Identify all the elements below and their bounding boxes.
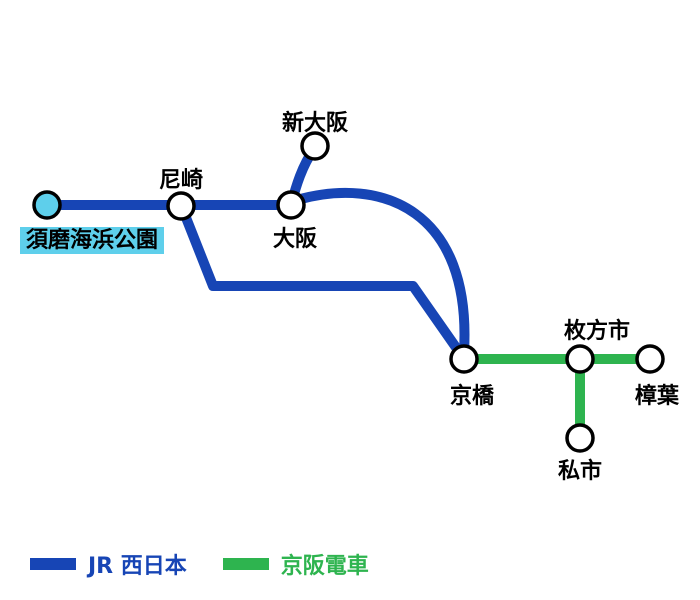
station-label-osaka: 大阪: [272, 227, 318, 252]
station-marker-shin-osaka: [300, 131, 330, 161]
station-marker-osaka: [276, 190, 306, 220]
legend-label-jr-west: JR 西日本: [88, 554, 187, 579]
legend-label-keihan: 京阪電車: [280, 554, 369, 579]
station-label-suma-kaihin-koen: 須磨海浜公園: [20, 227, 165, 255]
legend-item-keihan: 京阪電車: [222, 548, 369, 580]
station-label-shin-osaka: 新大阪: [281, 111, 349, 136]
station-label-kisaichi: 私市: [557, 459, 603, 484]
station-marker-hirakatashi: [565, 344, 595, 374]
legend-swatch-jr-west: [30, 558, 76, 570]
station-label-amagasaki: 尼崎: [158, 168, 204, 193]
legend: JR 西日本 京阪電車: [30, 548, 369, 580]
station-marker-kisaichi: [565, 423, 595, 453]
station-marker-amagasaki: [166, 191, 196, 221]
station-label-kuzuha: 樟葉: [634, 384, 680, 409]
station-marker-kuzuha: [635, 344, 665, 374]
station-label-hirakatashi: 枚方市: [563, 319, 631, 344]
station-marker-suma-kaihin-koen: [32, 190, 62, 220]
station-marker-kyobashi: [449, 344, 479, 374]
station-label-kyobashi: 京橋: [449, 384, 495, 409]
jr-loop-curve: [292, 188, 470, 357]
legend-swatch-keihan: [222, 558, 269, 570]
legend-item-jr-west: JR 西日本: [30, 548, 187, 580]
jr-tozai-line: [178, 205, 467, 361]
